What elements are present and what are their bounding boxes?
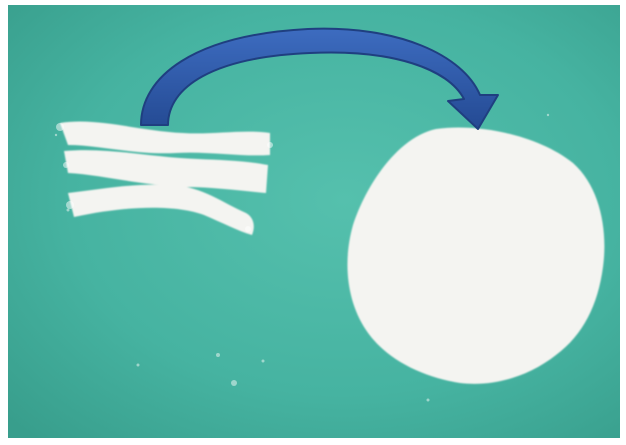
photo-canvas	[8, 5, 620, 438]
photo	[8, 5, 620, 438]
white-disc	[347, 127, 604, 383]
